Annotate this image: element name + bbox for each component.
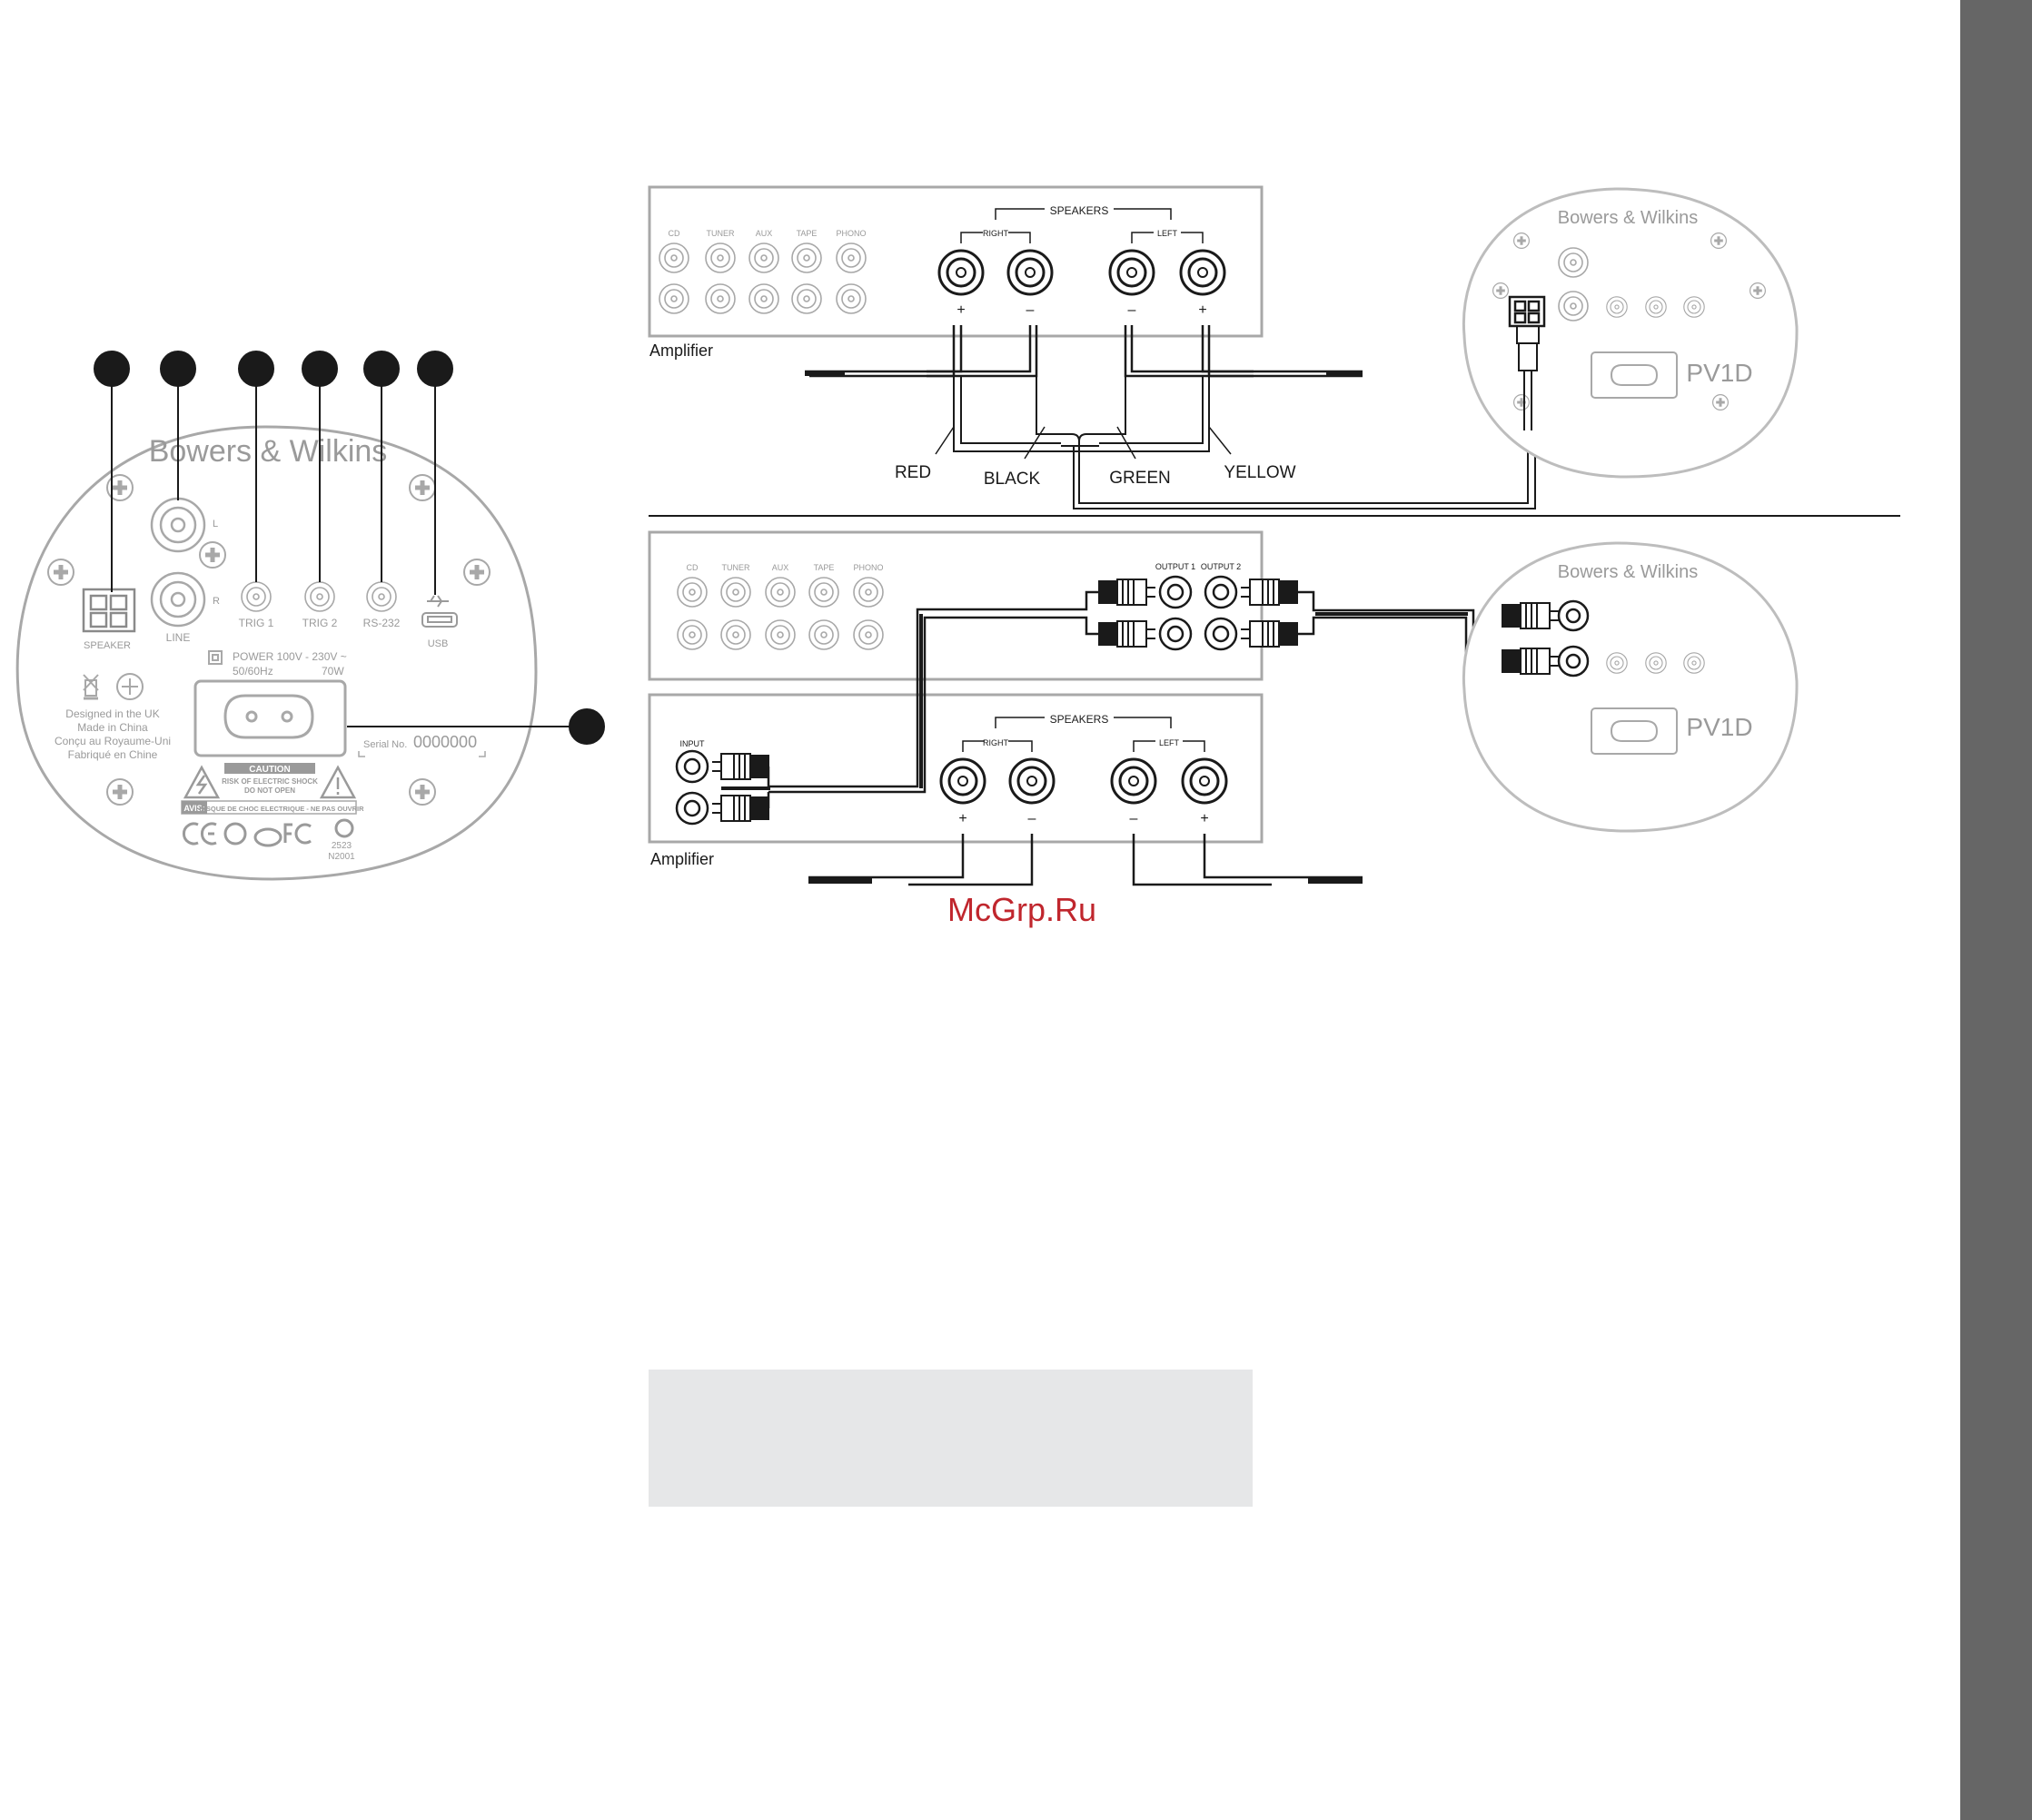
callout-marker bbox=[363, 351, 400, 387]
amplifier-label: Amplifier bbox=[649, 341, 713, 360]
diagram-label: OUTPUT 1 bbox=[1155, 562, 1195, 571]
speaker-connector-icon bbox=[1508, 295, 1546, 328]
diagram-label: – bbox=[1028, 811, 1036, 826]
power-inlet-icon bbox=[193, 679, 347, 757]
diagram-label: Bowers & Wilkins bbox=[1558, 562, 1698, 582]
certification-marks-icon bbox=[182, 818, 354, 847]
diagram-label: BLACK bbox=[984, 470, 1041, 489]
line-label: LINE bbox=[166, 631, 191, 644]
callout-marker bbox=[569, 708, 605, 745]
diagram-label: TUNER bbox=[722, 563, 750, 572]
diagram-label: AUX bbox=[756, 229, 773, 238]
diagram-label: Conçu au Royaume-Uni bbox=[55, 735, 171, 747]
page-side-tab bbox=[1960, 0, 2032, 1820]
diagram-label: PV1D bbox=[1686, 713, 1752, 741]
note-box bbox=[649, 1370, 1253, 1507]
diagram-label: TRIG 2 bbox=[302, 617, 338, 629]
diagram-label: L bbox=[213, 519, 218, 529]
diagram-label: LEFT bbox=[1159, 738, 1180, 747]
diagram-label: RIGHT bbox=[983, 229, 1009, 238]
pv1d-panel-top: Bowers & Wilkins PV1D bbox=[1462, 187, 1799, 479]
preamplifier: CD TUNER AUX TAPE PHONO OUTPUT 1 OUTPUT … bbox=[648, 530, 1264, 681]
callout-markers bbox=[94, 351, 605, 745]
line-r-jack-icon bbox=[150, 571, 206, 628]
diagram-label: AVIS: bbox=[183, 804, 204, 813]
diagram-label: Bowers & Wilkins bbox=[1558, 208, 1698, 228]
diagram-label: + bbox=[958, 811, 966, 826]
diagram-label: + bbox=[1200, 811, 1208, 826]
callout-marker bbox=[238, 351, 274, 387]
diagram-label: GREEN bbox=[1109, 469, 1171, 488]
diagram-label: PV1D bbox=[1686, 359, 1752, 387]
diagram-label: R bbox=[213, 596, 220, 607]
diagram-label: Fabriqué en Chine bbox=[68, 748, 158, 761]
diagram-label: SPEAKER bbox=[84, 640, 131, 651]
brand-logo: Bowers & Wilkins bbox=[149, 434, 388, 469]
diagram-label: CD bbox=[669, 229, 680, 238]
speaker-wires-top bbox=[804, 325, 1536, 509]
subwoofer-rear-panel: Bowers & Wilkins L R LINE SPEAKER TRIG 1… bbox=[15, 425, 538, 881]
diagram-label: 2523 bbox=[332, 841, 352, 851]
diagram-label: PHONO bbox=[836, 229, 866, 238]
diagram-label: PHONO bbox=[853, 563, 883, 572]
diagram-label: – bbox=[1130, 811, 1138, 826]
diagram-label: TAPE bbox=[814, 563, 835, 572]
diagram-label: TRIG 1 bbox=[239, 617, 274, 629]
diagram-label: N2001 bbox=[328, 852, 355, 862]
diagram-label: POWER 100V - 230V ~ bbox=[233, 650, 347, 663]
pv1d-panel-bottom: Bowers & Wilkins PV1D bbox=[1462, 541, 1799, 833]
diagram-label: 0000000 bbox=[413, 733, 477, 751]
diagram-label: – bbox=[1128, 302, 1136, 318]
callout-marker bbox=[160, 351, 196, 387]
diagram-label: + bbox=[1198, 302, 1206, 318]
diagram-label: AUX bbox=[772, 563, 789, 572]
diagram-label: YELLOW bbox=[1224, 463, 1295, 482]
diagram-label: CAUTION bbox=[249, 765, 291, 775]
diagram-label: OUTPUT 2 bbox=[1201, 562, 1241, 571]
callout-marker bbox=[417, 351, 453, 387]
speaker-connector-icon bbox=[82, 588, 136, 633]
callout-marker bbox=[302, 351, 338, 387]
diagram-label: TAPE bbox=[797, 229, 818, 238]
diagram-label: CD bbox=[687, 563, 699, 572]
diagram-label: SPEAKERS bbox=[1050, 204, 1109, 217]
diagram-label: Amplifier bbox=[650, 850, 714, 868]
diagram-label: RISK OF ELECTRIC SHOCK bbox=[222, 777, 318, 786]
diagram-label: SPEAKERS bbox=[1050, 713, 1109, 726]
callout-marker bbox=[94, 351, 130, 387]
diagram-label: + bbox=[957, 302, 965, 318]
diagram-label: 70W bbox=[322, 665, 344, 678]
diagram-label: RS-232 bbox=[363, 617, 401, 629]
diagram-label: LEFT bbox=[1157, 229, 1178, 238]
diagram-label: RISQUE DE CHOC ELECTRIQUE - NE PAS OUVRI… bbox=[199, 805, 364, 813]
diagram-label: INPUT bbox=[680, 739, 706, 748]
diagram-label: RIGHT bbox=[983, 738, 1009, 747]
diagram-label: – bbox=[1026, 302, 1035, 318]
diagram-label: TUNER bbox=[707, 229, 735, 238]
amplifier-top: CD TUNER AUX TAPE PHONO SPEAKERS RIGHT L… bbox=[648, 185, 1264, 338]
recycle-icons bbox=[83, 673, 144, 700]
diagram-label: DO NOT OPEN bbox=[244, 786, 295, 795]
diagram-label: Serial No. bbox=[363, 739, 407, 750]
diagram-label: RED bbox=[895, 463, 931, 482]
warning-triangle-icon bbox=[183, 765, 357, 799]
speaker-wires-bottom bbox=[808, 834, 1363, 886]
diagram-label: Designed in the UK bbox=[65, 707, 159, 720]
diagram-label: USB bbox=[428, 638, 449, 649]
diagram-label: 50/60Hz bbox=[233, 665, 273, 678]
diagram-label: Made in China bbox=[77, 721, 148, 734]
watermark: McGrp.Ru bbox=[947, 891, 1096, 928]
usb-icon bbox=[421, 595, 458, 628]
